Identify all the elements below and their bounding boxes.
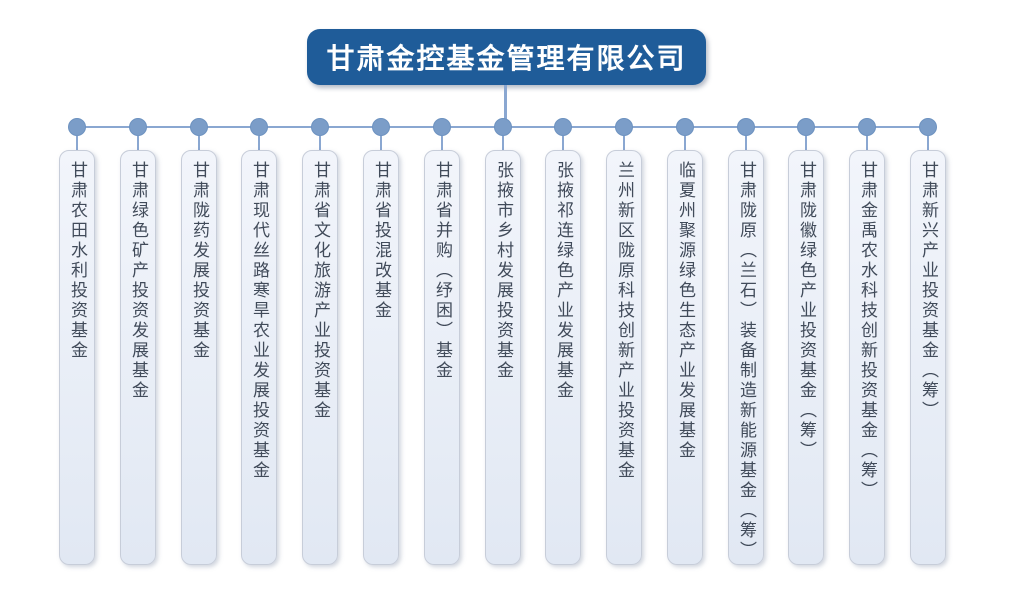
connector-dot: [433, 118, 451, 136]
fund-column: 甘肃省投混改基金: [363, 118, 399, 578]
fund-label: 兰州新区陇原科技创新产业投资基金: [615, 161, 634, 481]
connector-stub: [502, 136, 504, 150]
fund-column: 甘肃现代丝路寒旱农业发展投资基金: [241, 118, 277, 578]
root-node-label: 甘肃金控基金管理有限公司: [326, 43, 687, 74]
fund-box: 甘肃金禹农水科技创新投资基金（筹）: [849, 150, 885, 565]
fund-column: 兰州新区陇原科技创新产业投资基金: [606, 118, 642, 578]
fund-box: 甘肃新兴产业投资基金（筹）: [910, 150, 946, 565]
fund-box: 张掖市乡村发展投资基金: [485, 150, 521, 565]
fund-label: 甘肃现代丝路寒旱农业发展投资基金: [250, 161, 269, 481]
fund-label: 甘肃绿色矿产投资发展基金: [129, 161, 148, 401]
fund-label: 甘肃省并购（纾困）基金: [433, 161, 452, 381]
connector-dot: [676, 118, 694, 136]
fund-box: 张掖祁连绿色产业发展基金: [545, 150, 581, 565]
connector-stub: [866, 136, 868, 150]
fund-box: 甘肃现代丝路寒旱农业发展投资基金: [241, 150, 277, 565]
fund-column: 甘肃陇药发展投资基金: [181, 118, 217, 578]
fund-box: 临夏州聚源绿色生态产业发展基金: [667, 150, 703, 565]
fund-column: 临夏州聚源绿色生态产业发展基金: [667, 118, 703, 578]
connector-stub: [623, 136, 625, 150]
fund-box: 兰州新区陇原科技创新产业投资基金: [606, 150, 642, 565]
fund-column: 甘肃农田水利投资基金: [59, 118, 95, 578]
fund-box: 甘肃绿色矿产投资发展基金: [120, 150, 156, 565]
fund-box: 甘肃陇徽绿色产业投资基金（筹）: [788, 150, 824, 565]
connector-dot: [68, 118, 86, 136]
fund-column: 甘肃陇徽绿色产业投资基金（筹）: [788, 118, 824, 578]
connector-stub: [258, 136, 260, 150]
fund-label: 甘肃陇徽绿色产业投资基金（筹）: [797, 161, 816, 461]
fund-box: 甘肃省投混改基金: [363, 150, 399, 565]
connector-dot: [311, 118, 329, 136]
fund-box: 甘肃农田水利投资基金: [59, 150, 95, 565]
fund-column: 甘肃新兴产业投资基金（筹）: [910, 118, 946, 578]
fund-box: 甘肃陇药发展投资基金: [181, 150, 217, 565]
fund-label: 甘肃农田水利投资基金: [68, 161, 87, 361]
connector-stub: [684, 136, 686, 150]
fund-column: 甘肃省文化旅游产业投资基金: [302, 118, 338, 578]
fund-column: 甘肃省并购（纾困）基金: [424, 118, 460, 578]
connector-stub: [745, 136, 747, 150]
root-node: 甘肃金控基金管理有限公司: [307, 29, 706, 85]
connector-stub: [562, 136, 564, 150]
fund-column: 甘肃金禹农水科技创新投资基金（筹）: [849, 118, 885, 578]
fund-label: 甘肃陇原（兰石）装备制造新能源基金（筹）: [737, 161, 756, 561]
fund-box: 甘肃陇原（兰石）装备制造新能源基金（筹）: [728, 150, 764, 565]
fund-label: 甘肃新兴产业投资基金（筹）: [919, 161, 938, 421]
fund-column: 张掖市乡村发展投资基金: [485, 118, 521, 578]
connector-stub: [319, 136, 321, 150]
connector-dot: [129, 118, 147, 136]
connector-dot: [615, 118, 633, 136]
fund-box: 甘肃省文化旅游产业投资基金: [302, 150, 338, 565]
connector-dot: [190, 118, 208, 136]
fund-column: 张掖祁连绿色产业发展基金: [545, 118, 581, 578]
fund-label: 甘肃金禹农水科技创新投资基金（筹）: [858, 161, 877, 501]
connector-dot: [554, 118, 572, 136]
connector-dot: [737, 118, 755, 136]
fund-label: 张掖市乡村发展投资基金: [494, 161, 513, 381]
connector-stub: [927, 136, 929, 150]
connector-stub: [805, 136, 807, 150]
connector-dot: [797, 118, 815, 136]
fund-box: 甘肃省并购（纾困）基金: [424, 150, 460, 565]
fund-label: 甘肃陇药发展投资基金: [190, 161, 209, 361]
connector-stub: [441, 136, 443, 150]
connector-stub: [76, 136, 78, 150]
connector-dot: [372, 118, 390, 136]
fund-label: 甘肃省投混改基金: [372, 161, 391, 321]
fund-column: 甘肃绿色矿产投资发展基金: [120, 118, 156, 578]
connector-dot: [858, 118, 876, 136]
connector-stub: [198, 136, 200, 150]
fund-column: 甘肃陇原（兰石）装备制造新能源基金（筹）: [728, 118, 764, 578]
connector-dot: [250, 118, 268, 136]
fund-label: 临夏州聚源绿色生态产业发展基金: [676, 161, 695, 461]
connector-dot: [919, 118, 937, 136]
connector-dot: [494, 118, 512, 136]
root-connector-line: [504, 85, 507, 127]
fund-label: 张掖祁连绿色产业发展基金: [554, 161, 573, 401]
connector-stub: [137, 136, 139, 150]
fund-label: 甘肃省文化旅游产业投资基金: [311, 161, 330, 421]
connector-stub: [380, 136, 382, 150]
